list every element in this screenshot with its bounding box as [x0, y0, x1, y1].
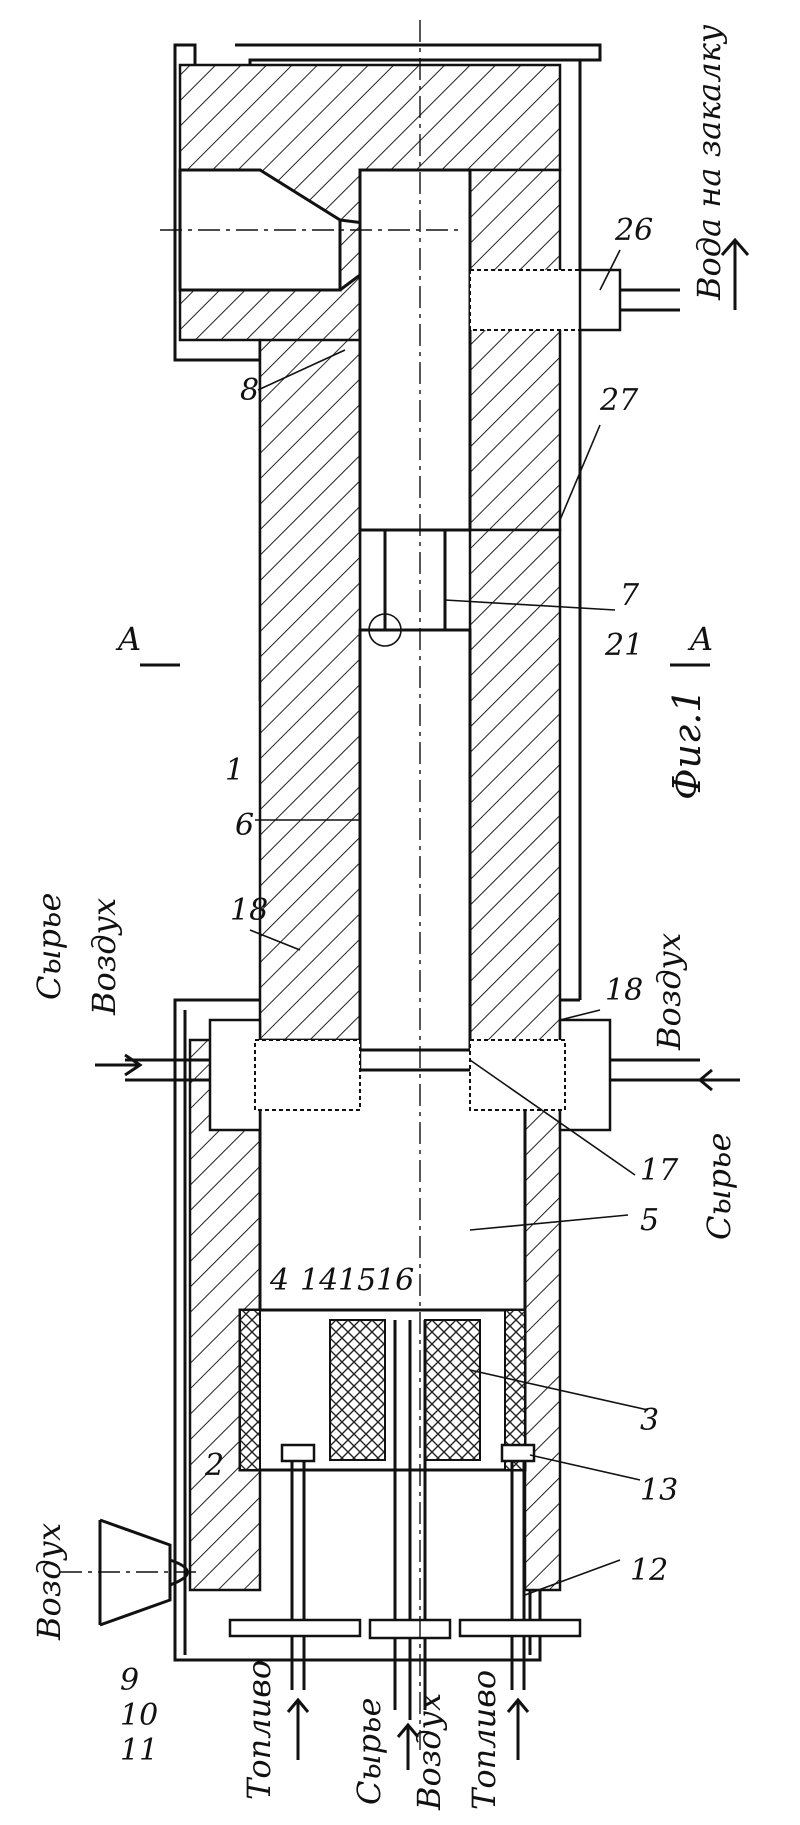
callout-10: 10 — [120, 1698, 158, 1733]
callout-21: 21 — [604, 628, 643, 663]
callout-18-left: 18 — [230, 893, 268, 928]
callout-12: 12 — [630, 1553, 668, 1588]
callout-1: 1 — [225, 753, 244, 788]
quench-chamber — [360, 170, 470, 530]
callout-8: 8 — [240, 373, 259, 408]
callout-27: 27 — [599, 383, 639, 418]
callout-9: 9 — [120, 1663, 139, 1698]
callout-5: 5 — [640, 1203, 659, 1238]
fuel-nozzle-right — [460, 1445, 580, 1690]
label-raw-right: Сырье — [700, 1133, 738, 1240]
label-air-left: Воздух — [85, 898, 123, 1016]
callout-7: 7 — [620, 578, 640, 613]
label-raw-left: Сырье — [30, 893, 68, 1000]
callout-16: 16 — [376, 1263, 414, 1298]
label-fuel-right: Топливо — [465, 1670, 503, 1810]
label-raw-bottom: Сырье — [350, 1698, 388, 1805]
label-air-bottom: Воздух — [410, 1693, 448, 1811]
throat — [385, 530, 445, 630]
callout-11: 11 — [120, 1733, 158, 1768]
label-quench-water: Вода на закалку — [690, 24, 728, 301]
section-marker-right: A — [687, 620, 713, 658]
label-air-right: Воздух — [650, 933, 688, 1051]
callout-26: 26 — [614, 213, 653, 248]
section-marker-left: A — [115, 620, 141, 658]
callout-15: 15 — [338, 1263, 376, 1298]
label-air-inlet-top: Воздух — [30, 1523, 68, 1641]
label-fuel-left: Топливо — [240, 1660, 278, 1800]
callout-2: 2 — [204, 1448, 224, 1483]
figure-caption: Фиг.1 — [665, 689, 709, 800]
callout-14: 14 — [300, 1263, 338, 1298]
callout-18-right: 18 — [605, 973, 643, 1008]
quench-injector — [470, 270, 680, 330]
callout-13: 13 — [640, 1473, 678, 1508]
callout-4: 4 — [269, 1263, 289, 1298]
reaction-channel — [360, 630, 470, 1050]
callout-17: 17 — [640, 1153, 679, 1188]
callout-6: 6 — [235, 808, 254, 843]
callout-3: 3 — [640, 1403, 659, 1438]
